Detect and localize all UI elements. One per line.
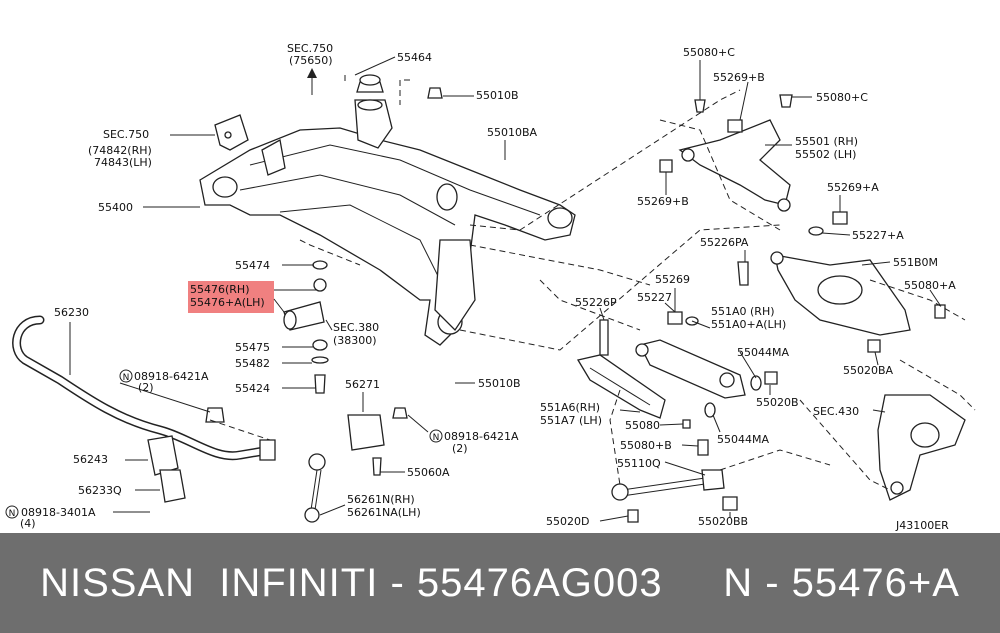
callout-label: 55424 (235, 382, 270, 395)
callout-label: 551A6(RH) (540, 401, 600, 414)
callout-label: (4) (20, 517, 36, 530)
callout-label: (74842(RH) (88, 144, 152, 157)
callout-label: 55044MA (737, 346, 789, 359)
n-marker-circle (5, 505, 19, 519)
callout-label: 551A7 (LH) (540, 414, 602, 427)
part-number-banner: NISSAN INFINITI - 55476AG003 N - 55476+A (0, 533, 1000, 633)
callout-label: 55269+A (827, 181, 879, 194)
callout-label: 55226PA (700, 236, 749, 249)
n-marker-circle (429, 429, 443, 443)
callout-label: 55010B (476, 89, 519, 102)
upper-mount-drawing (356, 74, 443, 99)
callout-label: 56243 (73, 453, 108, 466)
callout-label: (2) (452, 442, 468, 455)
callout-label: 08918-3401A (21, 506, 96, 519)
callout-label: 551A0+A(LH) (711, 318, 786, 331)
callout-label: 55044MA (717, 433, 769, 446)
callout-label: 56233Q (78, 484, 122, 497)
callout-label: 55475 (235, 341, 270, 354)
callout-label: SEC.430 (813, 405, 859, 418)
callout-label: 55269+B (713, 71, 765, 84)
callout-label: SEC.750 (287, 42, 333, 55)
knuckle-drawing (877, 394, 966, 501)
n-marker-circle (119, 369, 133, 383)
bracket-551a6-drawing (576, 354, 716, 429)
callout-label: 55501 (RH) (795, 135, 858, 148)
n-marker-letter: N (9, 509, 16, 519)
callout-label: 55060A (407, 466, 450, 479)
callout-label: 55080+C (816, 91, 868, 104)
callout-label: 56230 (54, 306, 89, 319)
callout-label: 55227+A (852, 229, 904, 242)
stabilizer-link-drawing (304, 407, 408, 523)
callout-label: (75650) (289, 54, 333, 67)
callout-label: 55269 (655, 273, 690, 286)
subframe-drawing (199, 99, 576, 346)
callout-label-highlighted: 55476+A(LH) (190, 296, 265, 309)
highlight-box (188, 281, 274, 313)
callout-label: 55020B (756, 396, 799, 409)
lower-arm-drawing (737, 251, 946, 353)
callout-label: 55080+B (620, 439, 672, 452)
callout-label: 08918-6421A (444, 430, 519, 443)
stabilizer-bar-drawing (12, 315, 276, 503)
callout-label: 55020BA (843, 364, 894, 377)
callout-label: 55227 (637, 291, 672, 304)
callout-label: 55226P (575, 296, 617, 309)
parts-diagram: N N N SEC.750 (75650) 55464 55010B SEC.7… (5, 42, 976, 532)
callout-label: 55080+C (683, 46, 735, 59)
callout-label: 55010BA (487, 126, 538, 139)
callout-label: 55080 (625, 419, 660, 432)
callout-label: 551B0M (893, 256, 938, 269)
callout-label: 55010B (478, 377, 521, 390)
callout-label: 55400 (98, 201, 133, 214)
callout-label: 08918-6421A (134, 370, 209, 383)
callout-label: 55502 (LH) (795, 148, 856, 161)
callout-label: 74843(LH) (94, 156, 152, 169)
callout-label: 551A0 (RH) (711, 305, 775, 318)
callout-label: 55482 (235, 357, 270, 370)
callout-label: 56261N(RH) (347, 493, 415, 506)
callout-label: SEC.750 (103, 128, 149, 141)
n-marker-letter: N (433, 433, 440, 443)
callout-label: 55269+B (637, 195, 689, 208)
callout-label-highlighted: 55476(RH) (190, 283, 250, 296)
callout-label: 56271 (345, 378, 380, 391)
callout-label: 55464 (397, 51, 432, 64)
callout-label: 55020BB (698, 515, 748, 528)
callout-label: SEC.380 (333, 321, 379, 334)
callout-label: 56261NA(LH) (347, 506, 421, 519)
link-55110q-drawing (611, 439, 738, 523)
bushing-stack-drawing (205, 260, 329, 423)
callout-label: 55110Q (617, 457, 661, 470)
diagram-code: J43100ER (895, 519, 949, 532)
n-marker-letter: N (123, 373, 130, 383)
callout-label: 55020D (546, 515, 589, 528)
callout-label: 55080+A (904, 279, 956, 292)
upper-arm-drawing (659, 94, 848, 236)
part-number-text: NISSAN INFINITI - 55476AG003 N - 55476+A (40, 561, 960, 605)
callout-label: 55474 (235, 259, 270, 272)
callout-label: (38300) (333, 334, 377, 347)
callout-label: (2) (138, 381, 154, 394)
